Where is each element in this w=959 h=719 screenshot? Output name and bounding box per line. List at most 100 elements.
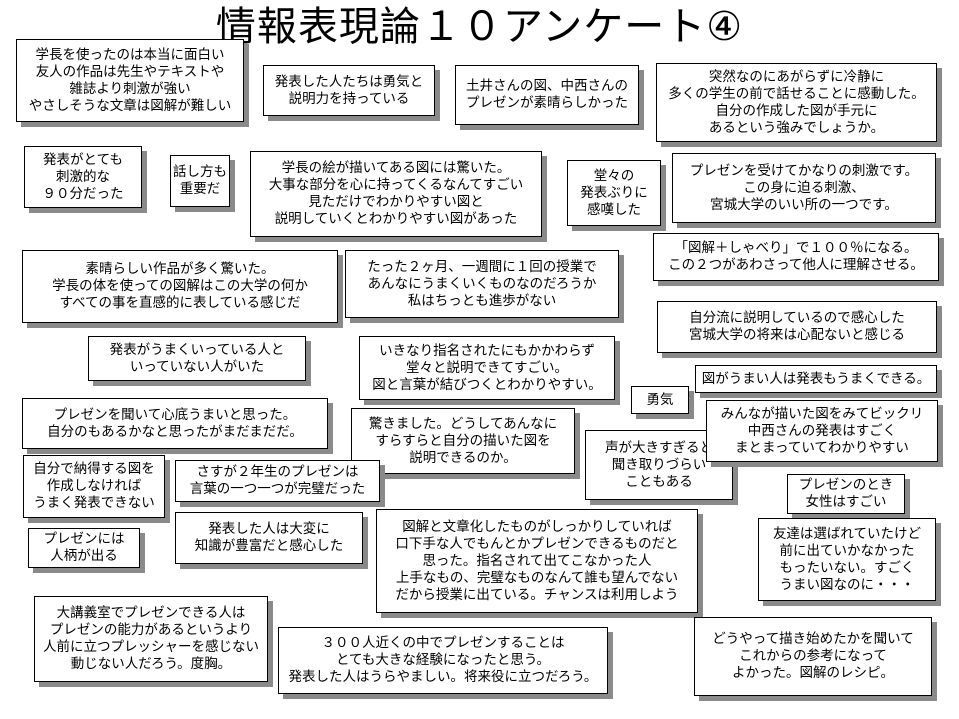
comment-line: 図がうまい人は発表もうまくできる。 — [701, 370, 931, 387]
comment-line: プレゼンのとき — [798, 477, 894, 493]
comment-line: まとまっていてわかりやすい — [735, 439, 909, 456]
comment-card: 図がうまい人は発表もうまくできる。 — [695, 365, 937, 393]
comment-line: 声が大きすぎると — [605, 439, 713, 456]
comment-card: 「図解＋しゃべり」で１００％になる。この２つがあわさって他人に理解させる。 — [653, 233, 939, 281]
comment-line: 突然なのにあがらずに冷静に — [708, 68, 885, 85]
comment-line: 自分のもあるかなと思ったがまだまだだ。 — [47, 423, 303, 440]
comment-line: プレゼンを受けてかなりの刺激です。 — [689, 162, 919, 179]
comment-line: 学長の体を使っての図解はこの大学の何か — [52, 278, 308, 294]
comment-card: さすが２年生のプレゼンは言葉の一つ一つが完璧だった — [175, 460, 380, 502]
comment-line: ３００人近くの中でプレゼンすることは — [321, 635, 565, 651]
comment-card: 図解と文章化したものがしっかりしていれば口下手な人でもんとかプレゼンできるものだ… — [376, 509, 698, 613]
comment-card: 学長を使ったのは本当に面白い友人の作品は先生やテキストや雑誌より刺激が強いやさし… — [16, 39, 244, 122]
comment-line: 発表した人はうらやましい。将来役に立つだろう。 — [288, 669, 598, 685]
comment-line: とても大きな経験になったと思う。 — [335, 652, 551, 668]
comment-line: 大事な部分を心に持ってくるなんてすごい — [268, 177, 524, 193]
comment-line: 見ただけでわかりやすい図と — [308, 194, 484, 210]
comment-line: この２つがあわさって他人に理解させる。 — [668, 257, 924, 273]
comment-line: 友達は選ばれていたけど — [772, 525, 922, 542]
comment-line: プレゼンの能力があるというより — [49, 622, 253, 638]
comment-line: 説明できるのか。 — [409, 449, 517, 466]
comment-line: 素晴らしい作品が多く驚いた。 — [85, 261, 275, 277]
comment-line: あるという強みでしょうか。 — [708, 119, 885, 136]
comment-line: うまく発表できない — [33, 495, 155, 511]
comment-card: 発表した人たちは勇気と説明力を持っている — [263, 65, 435, 116]
comment-card: 土井さんの図、中西さんのプレゼンが素晴らしかった — [455, 65, 639, 125]
comment-line: 土井さんの図、中西さんの — [466, 78, 628, 94]
comment-card: 堂々の発表ぶりに感嘆した — [567, 160, 661, 226]
comment-line: 堂々と説明できてすごい。 — [406, 359, 568, 376]
comment-card: どうやって描き始めたかを聞いてこれからの参考になってよかった。図解のレシピ。 — [694, 617, 932, 696]
comment-line: うまい図なのに・・・ — [779, 576, 915, 593]
comment-line: プレゼンを聞いて心底うまいと思った。 — [53, 406, 297, 423]
comment-line: プレゼンが素晴らしかった — [466, 95, 628, 111]
comment-line: よかった。図解のレシピ。 — [732, 665, 894, 681]
comment-line: 説明力を持っている — [288, 90, 410, 107]
comment-line: 多くの学生の前で話せることに感動した。 — [668, 85, 925, 102]
comment-line: 雑誌より刺激が強い — [69, 80, 191, 97]
comment-line: 自分流に説明しているので感心した — [689, 310, 905, 326]
comment-card: プレゼンを受けてかなりの刺激です。この身に迫る刺激、宮城大学のいい所の一つです。 — [672, 153, 936, 223]
comment-card: 自分流に説明しているので感心した宮城大学の将来は心配ないと感じる — [657, 301, 937, 353]
comment-line: 自分で納得する図を — [33, 461, 155, 477]
comment-line: あんなにうまくいくものなのだろうか — [367, 275, 597, 292]
comment-line: たった２ヶ月、一週間に１回の授業で — [367, 258, 597, 275]
comment-line: 話し方も — [173, 164, 227, 180]
comment-card: プレゼンには人柄が出る — [28, 528, 140, 568]
comment-line: 重要だ — [179, 181, 221, 197]
comment-line: 宮城大学のいい所の一つです。 — [710, 196, 898, 213]
comment-card: 驚きました。どうしてあんなにすらすらと自分の描いた図を説明できるのか。 — [351, 408, 575, 474]
comment-line: 言葉の一つ一つが完璧だった — [189, 481, 366, 497]
comment-line: 説明していくとわかりやすい図があった — [274, 211, 518, 227]
comment-card: 話し方も重要だ — [170, 155, 230, 207]
comment-card: プレゼンを聞いて心底うまいと思った。自分のもあるかなと思ったがまだまだだ。 — [22, 398, 328, 449]
comment-line: 勇気 — [646, 391, 674, 408]
comment-card: 突然なのにあがらずに冷静に多くの学生の前で話せることに感動した。自分の作成した図… — [656, 63, 937, 142]
comment-card: みんなが描いた図をみてビックリ中西さんの発表はすごくまとまっていてわかりやすい — [706, 400, 938, 462]
comment-line: ９０分だった — [42, 185, 124, 202]
comment-card: 素晴らしい作品が多く驚いた。学長の体を使っての図解はこの大学の何かすべての事を直… — [22, 250, 338, 323]
comment-line: いっていない人がいた — [129, 358, 265, 375]
comment-line: 図解と文章化したものがしっかりしていれば — [402, 518, 672, 535]
comment-line: こともある — [625, 473, 693, 490]
comment-line: すらすらと自分の描いた図を — [375, 432, 551, 449]
comment-line: 自分の作成した図が手元に — [715, 102, 878, 119]
comment-line: 大講義室でプレゼンできる人は — [56, 605, 246, 621]
comment-line: 感嘆した — [587, 201, 641, 218]
comment-line: 人柄が出る — [50, 548, 118, 564]
comment-line: 私はちっとも進歩がない — [407, 292, 557, 309]
comment-card: 発表がうまくいっている人といっていない人がいた — [88, 336, 306, 381]
comment-line: 学長を使ったのは本当に面白い — [35, 46, 225, 63]
comment-line: プレゼンには — [43, 531, 125, 547]
comment-line: 思った。指名されて出てこなかった人 — [422, 552, 652, 569]
comment-line: さすが２年生のプレゼンは — [196, 464, 359, 480]
comment-line: 作成しなければ — [46, 478, 142, 494]
page-title: 情報表現論１０アンケート④ — [215, 4, 744, 50]
comment-line: 堂々の — [593, 167, 635, 184]
comment-card: 学長の絵が描いてある図には驚いた。大事な部分を心に持ってくるなんてすごい見ただけ… — [250, 151, 542, 237]
comment-line: 聞き取りづらい — [611, 456, 707, 473]
comment-line: 友人の作品は先生やテキストや — [35, 63, 225, 80]
comment-line: 発表ぶりに — [580, 184, 648, 201]
comment-line: 中西さんの発表はすごく — [747, 422, 897, 439]
comment-line: だから授業に出ている。チャンスは利用しよう — [395, 586, 679, 603]
comment-line: いきなり指名されたにもかかわらず — [379, 342, 595, 359]
comment-line: 知識が豊富だと感心した — [194, 538, 344, 554]
comment-line: 学長の絵が描いてある図には驚いた。 — [281, 160, 511, 176]
comment-card: ３００人近くの中でプレゼンすることはとても大きな経験になったと思う。発表した人は… — [278, 627, 608, 694]
comment-card: たった２ヶ月、一週間に１回の授業であんなにうまくいくものなのだろうか私はちっとも… — [345, 250, 619, 318]
comment-line: この身に迫る刺激、 — [743, 179, 865, 196]
comment-line: 発表がうまくいっている人と — [109, 341, 285, 358]
comment-line: 発表した人は大変に — [208, 521, 330, 537]
comment-line: 女性はすごい — [805, 494, 887, 510]
comment-card: 大講義室でプレゼンできる人はプレゼンの能力があるというより人前に立つプレッシャー… — [34, 596, 268, 682]
comment-card: 友達は選ばれていたけど前に出ていかなかったもったいない。すごくうまい図なのに・・… — [758, 518, 936, 601]
comment-line: これからの参考になって — [739, 648, 887, 664]
comment-card: 発表した人は大変に知識が豊富だと感心した — [175, 512, 363, 564]
comment-line: 発表した人たちは勇気と — [274, 73, 424, 90]
comment-line: みんなが描いた図をみてビックリ — [720, 405, 924, 422]
comment-card: いきなり指名されたにもかかわらず堂々と説明できてすごい。図と言葉が結びつくとわか… — [359, 336, 615, 400]
comment-line: 図と言葉が結びつくとわかりやすい。 — [372, 376, 602, 393]
comment-line: 「図解＋しゃべり」で１００％になる。 — [674, 240, 918, 256]
